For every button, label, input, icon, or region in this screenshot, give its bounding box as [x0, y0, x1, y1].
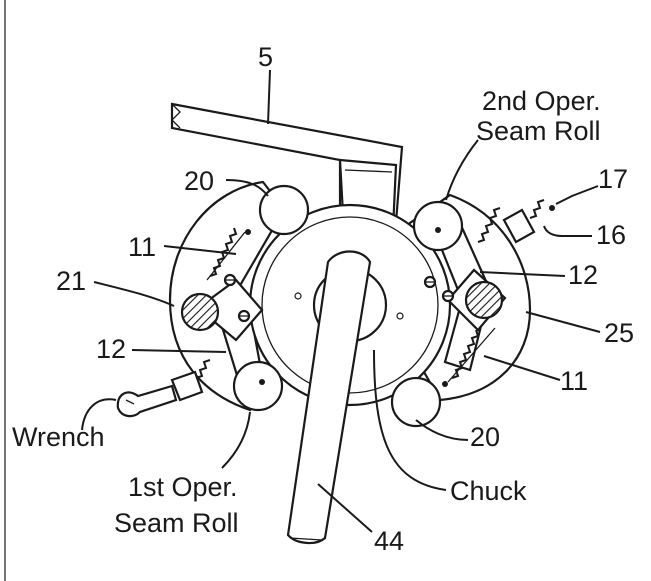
label-17: 17 [598, 164, 628, 194]
roll-part-20-top [258, 184, 310, 236]
label-20-bottom: 20 [470, 422, 500, 452]
label-1st-oper-line2: Seam Roll [114, 508, 239, 538]
spring-part-11-bottom [442, 327, 496, 387]
screw-heads [223, 273, 455, 323]
roll-part-20-bottom [390, 376, 442, 428]
label-5: 5 [258, 42, 273, 72]
label-44: 44 [374, 526, 404, 556]
label-25: 25 [604, 318, 634, 348]
adjusting-screw-16-17 [477, 199, 555, 244]
label-wrench: Wrench [12, 422, 105, 452]
pivot-plate-left [196, 278, 264, 342]
label-16: 16 [596, 220, 626, 250]
leader-lines [81, 69, 601, 533]
label-21: 21 [56, 266, 86, 296]
label-20-top: 20 [184, 166, 214, 196]
seam-roll-2nd-operation [412, 200, 464, 252]
seam-roll-1st-operation [232, 360, 284, 412]
handle-part-44 [286, 250, 372, 545]
label-11-bottom: 11 [560, 366, 588, 396]
label-2nd-oper-line2: Seam Roll [476, 116, 601, 146]
label-12-left: 12 [96, 334, 126, 364]
label-12-right: 12 [568, 260, 598, 290]
label-11-top: 11 [128, 232, 156, 262]
callout-labels: 5 2nd Oper. Seam Roll 17 16 20 11 12 21 … [12, 42, 634, 556]
label-1st-oper-line1: 1st Oper. [128, 472, 238, 502]
pivot-left [180, 292, 220, 332]
pivot-right [464, 280, 504, 320]
label-2nd-oper-line1: 2nd Oper. [482, 86, 601, 116]
label-chuck: Chuck [450, 476, 527, 506]
wrench-icon [116, 359, 211, 418]
